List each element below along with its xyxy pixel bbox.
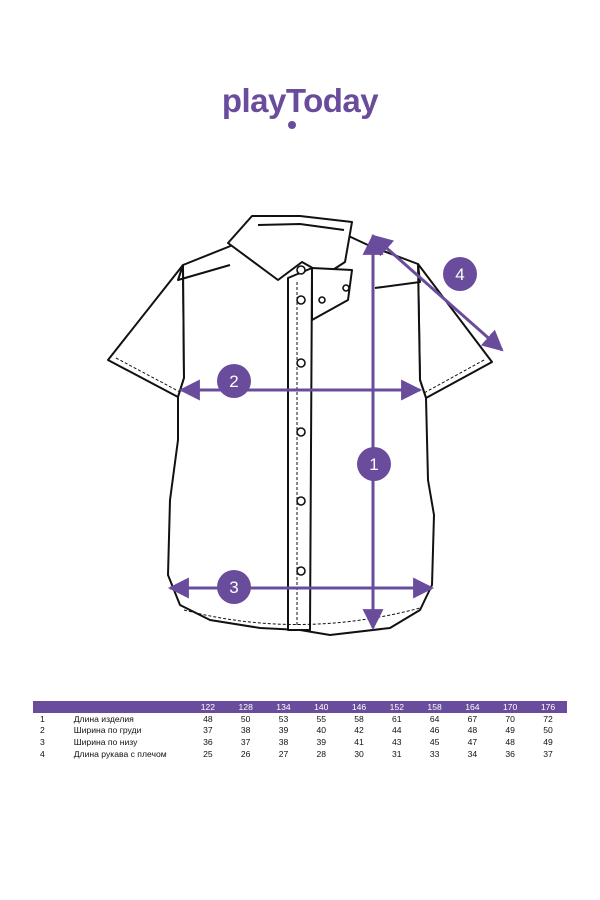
table-row: 3 Ширина по низу 36 37 38 39 41 43 45 47… xyxy=(33,736,567,748)
table-cell: 55 xyxy=(316,713,327,724)
badge-1: 1 xyxy=(357,447,391,481)
brand-logo-dot xyxy=(288,121,296,129)
header-empty xyxy=(74,701,189,713)
table-cell: 47 xyxy=(467,736,478,747)
table-cell: 37 xyxy=(203,725,213,736)
placket xyxy=(287,267,313,631)
table-cell: 39 xyxy=(316,736,327,747)
table-cell: 37 xyxy=(240,736,251,747)
size-header: 134 xyxy=(276,702,291,712)
table-cell: 34 xyxy=(467,748,478,759)
size-header: 176 xyxy=(540,702,556,712)
table-cell: 44 xyxy=(392,725,402,736)
table-cell: 30 xyxy=(354,748,364,759)
table-cell: 48 xyxy=(203,713,213,724)
size-table: 122 128 134 140 146 152 158 164 170 176 … xyxy=(33,701,567,759)
table-cell: 43 xyxy=(392,736,402,747)
row-name: Ширина по низу xyxy=(73,736,138,747)
table-cell: 27 xyxy=(278,748,289,759)
table-cell: 33 xyxy=(429,748,440,759)
table-cell: 37 xyxy=(543,748,553,759)
table-cell: 38 xyxy=(278,736,289,747)
left-sleeve xyxy=(107,264,185,398)
table-cell: 61 xyxy=(392,713,402,724)
table-row: 4 Длина рукава с плечом 25 26 27 28 30 3… xyxy=(33,748,567,760)
row-name: Длина рукава с плечом xyxy=(73,748,167,759)
table-cell: 49 xyxy=(505,725,515,736)
left-yoke xyxy=(177,264,231,281)
button xyxy=(296,496,306,506)
size-header: 170 xyxy=(502,702,518,712)
size-header: 146 xyxy=(351,702,367,712)
size-header-row: 122 128 134 140 146 152 158 164 170 176 xyxy=(33,701,567,713)
svg-text:4: 4 xyxy=(455,265,464,284)
button xyxy=(296,358,306,368)
table-cell: 38 xyxy=(240,725,251,736)
table-cell: 39 xyxy=(278,725,289,736)
header-empty xyxy=(33,701,74,713)
stitching xyxy=(115,282,485,625)
buttons xyxy=(296,265,350,576)
size-header: 152 xyxy=(389,702,404,712)
table-cell: 58 xyxy=(354,713,364,724)
table-cell: 41 xyxy=(354,736,364,747)
row-name: Ширина по груди xyxy=(73,725,142,736)
svg-text:1: 1 xyxy=(369,455,378,474)
table-cell: 40 xyxy=(316,725,327,736)
button xyxy=(296,265,306,275)
table-cell: 72 xyxy=(543,713,553,724)
table-cell: 26 xyxy=(240,748,251,759)
table-cell: 42 xyxy=(354,725,364,736)
svg-text:2: 2 xyxy=(229,372,238,391)
button xyxy=(318,296,326,304)
row-number: 2 xyxy=(40,725,45,736)
brand-logo: playToday xyxy=(221,82,379,119)
button xyxy=(342,284,350,292)
button xyxy=(296,566,306,576)
table-row: 1 Длина изделия 48 50 53 55 58 61 64 67 … xyxy=(33,713,567,725)
badge-2: 2 xyxy=(217,364,251,398)
row-name: Длина изделия xyxy=(73,713,134,724)
size-header: 158 xyxy=(427,702,442,712)
table-cell: 49 xyxy=(543,736,553,747)
table-cell: 53 xyxy=(278,713,289,724)
table-cell: 70 xyxy=(505,713,515,724)
table-cell: 46 xyxy=(429,725,440,736)
row-number: 3 xyxy=(40,736,45,747)
shirt-diagram: 1 2 3 4 xyxy=(107,215,504,636)
row-number: 4 xyxy=(40,748,45,759)
table-cell: 31 xyxy=(392,748,402,759)
table-cell: 25 xyxy=(203,748,213,759)
table-cell: 67 xyxy=(467,713,478,724)
collar-band xyxy=(257,223,345,231)
table-cell: 50 xyxy=(240,713,251,724)
table-cell: 45 xyxy=(429,736,440,747)
size-header: 164 xyxy=(465,702,480,712)
button xyxy=(296,295,306,305)
table-cell: 64 xyxy=(429,713,440,724)
front-overlap xyxy=(311,267,353,321)
table-row: 2 Ширина по груди 37 38 39 40 42 44 46 4… xyxy=(33,725,567,737)
table-cell: 36 xyxy=(203,736,213,747)
table-cell: 36 xyxy=(505,748,515,759)
table-cell: 28 xyxy=(316,748,327,759)
badge-3: 3 xyxy=(217,570,251,604)
table-cell: 50 xyxy=(543,725,553,736)
table-cell: 48 xyxy=(467,725,478,736)
size-header: 122 xyxy=(200,702,216,712)
size-header: 140 xyxy=(314,702,329,712)
button xyxy=(296,427,306,437)
svg-text:3: 3 xyxy=(229,578,238,597)
size-header: 128 xyxy=(238,702,253,712)
row-number: 1 xyxy=(40,713,45,724)
measure-line-4 xyxy=(371,234,504,352)
badge-4: 4 xyxy=(443,257,477,291)
table-cell: 48 xyxy=(505,736,515,747)
